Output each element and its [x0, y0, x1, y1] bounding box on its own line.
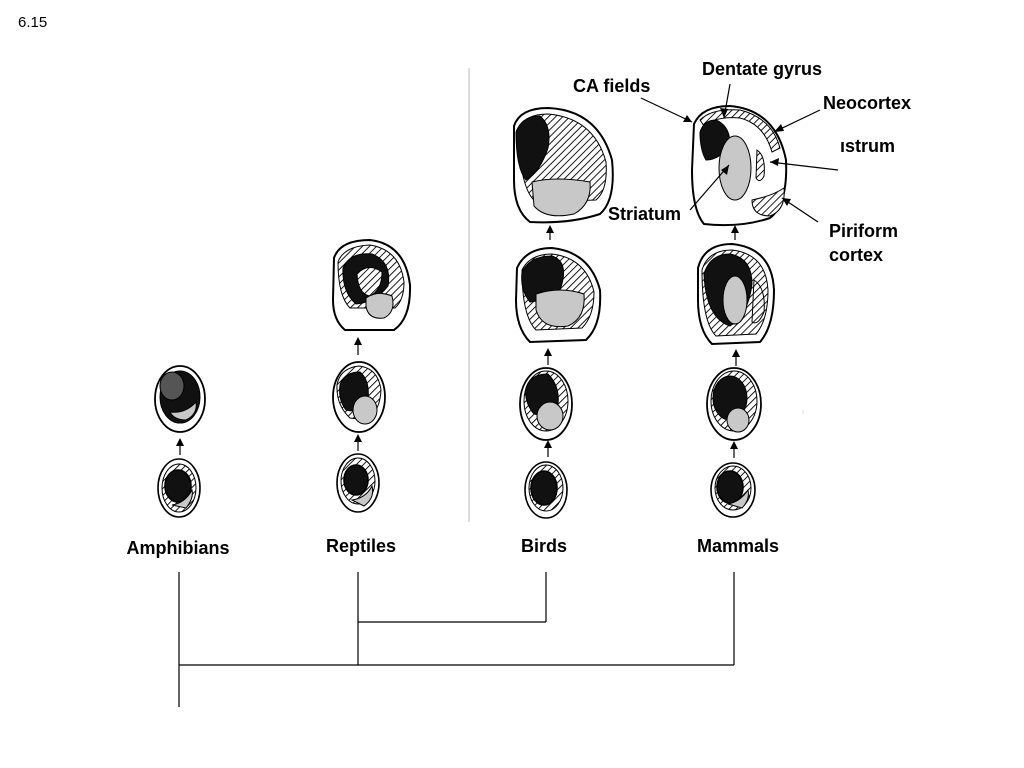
arrow-bird-2: [544, 348, 552, 365]
arrow-bird-1: [544, 440, 552, 457]
mammal-brain-adult: [690, 104, 788, 227]
annotation-arrows: [640, 83, 839, 223]
reptile-brain-medium: [332, 361, 386, 433]
piriform-cortex-label-line1: Piriform: [829, 221, 899, 241]
mammal-brain-large: [697, 242, 776, 346]
striatum-label: Striatum: [608, 204, 682, 224]
reptile-brain-small: [336, 453, 380, 513]
mammal-brain-medium: [706, 367, 762, 441]
group-label-mammals: Mammals: [696, 536, 780, 556]
arrow-amphibian: [176, 438, 184, 455]
ca-fields-label: CA fields: [573, 76, 651, 96]
piriform-cortex-label-line2: cortex: [829, 245, 884, 265]
arrow-mammal-1: [730, 441, 738, 458]
group-label-amphibians: Amphibians: [126, 538, 230, 558]
arrow-mammal-3: [731, 225, 739, 240]
bird-brain-adult: [513, 106, 614, 224]
bird-brain-medium: [519, 367, 573, 441]
phylogenetic-tree: [178, 572, 735, 707]
group-label-reptiles: Reptiles: [325, 536, 397, 556]
arrow-reptile-1: [354, 434, 362, 451]
arrow-bird-3: [546, 225, 554, 240]
amphibian-brain-large: [154, 365, 206, 433]
arrow-reptile-2: [354, 337, 362, 355]
claustrum-label: ıstrum: [840, 136, 896, 156]
arrow-mammal-2: [732, 349, 740, 366]
group-label-birds: Birds: [520, 536, 568, 556]
dentate-gyrus-label: Dentate gyrus: [702, 59, 823, 79]
amphibian-brain-small: [157, 458, 201, 518]
bird-brain-small: [524, 461, 568, 519]
bird-brain-large: [514, 246, 602, 344]
mammal-brain-small: [710, 462, 756, 518]
reptile-brain-large: [331, 238, 412, 331]
neocortex-label: Neocortex: [823, 93, 912, 113]
slide-number: 6.15: [18, 14, 48, 31]
